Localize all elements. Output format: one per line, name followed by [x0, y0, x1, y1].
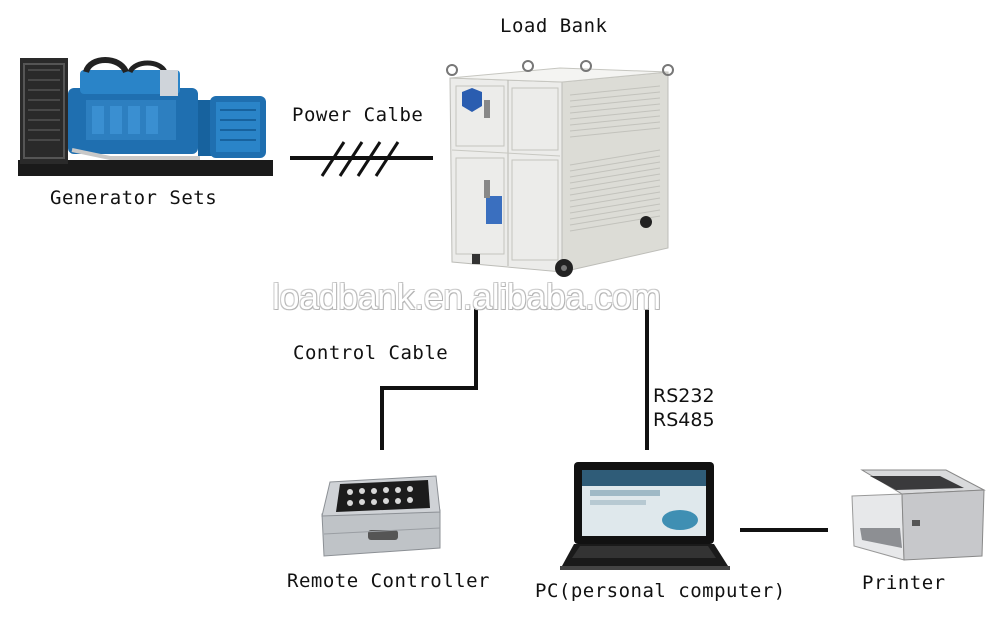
rs232-label: RS232 [653, 385, 715, 407]
power-cable-label: Power Calbe [292, 104, 424, 126]
remote-controller-image [321, 475, 441, 557]
generator-set-image [18, 57, 273, 176]
remote-controller-label: Remote Controller [287, 570, 490, 592]
generator-sets-label: Generator Sets [50, 187, 218, 209]
watermark-text: loadbank.en.alibaba.com [272, 276, 661, 317]
printer-image [851, 469, 986, 561]
pc-label: PC(personal computer) [535, 580, 786, 602]
control-cable-line [380, 308, 478, 450]
load-bank-label: Load Bank [500, 15, 608, 37]
printer-label: Printer [862, 572, 946, 594]
load-bank-image [446, 60, 674, 277]
control-cable-label: Control Cable [293, 342, 449, 364]
laptop-pc-image [560, 462, 730, 570]
rs485-label: RS485 [653, 409, 715, 431]
power-cable-line [290, 141, 433, 177]
